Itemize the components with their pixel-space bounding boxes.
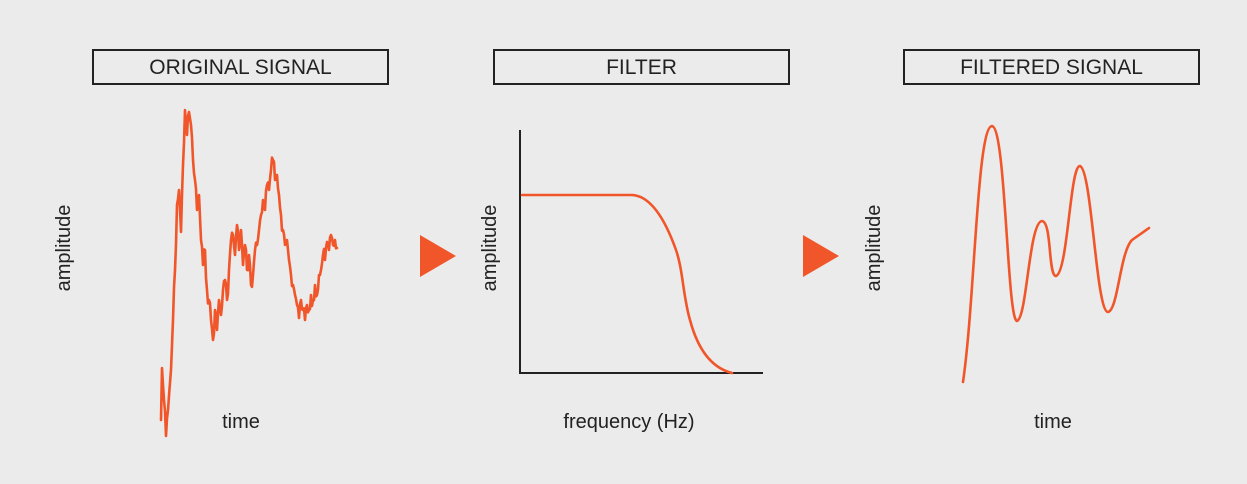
filtered-signal-title-box: [903, 49, 1200, 85]
triangle-right-icon: [420, 235, 456, 277]
filtered-signal-xlabel: time: [1034, 411, 1072, 433]
original-signal-title-box: [92, 49, 389, 85]
filter-ylabel: amplitude: [479, 205, 501, 292]
filter-title: FILTER: [606, 56, 677, 79]
filter-title-box: [493, 49, 790, 85]
original-signal-xlabel: time: [222, 411, 260, 433]
panel-filtered-signal: FILTERED SIGNAL amplitude time: [863, 49, 1200, 433]
lowpass-response-curve: [520, 193, 734, 375]
noisy-signal-curve: [159, 108, 339, 438]
original-signal-title: ORIGINAL SIGNAL: [149, 56, 331, 79]
original-signal-ylabel: amplitude: [53, 205, 75, 292]
filtered-signal-ylabel: amplitude: [863, 205, 885, 292]
filtered-signal-curve: [961, 124, 1151, 384]
panel-filter: FILTER amplitude frequency (Hz): [479, 49, 790, 433]
triangle-right-icon: [803, 235, 839, 277]
filtered-signal-title: FILTERED SIGNAL: [960, 56, 1143, 79]
panel-original-signal: ORIGINAL SIGNAL amplitude time: [53, 49, 389, 438]
filter-axes: [519, 130, 763, 374]
filter-xlabel: frequency (Hz): [563, 411, 694, 433]
